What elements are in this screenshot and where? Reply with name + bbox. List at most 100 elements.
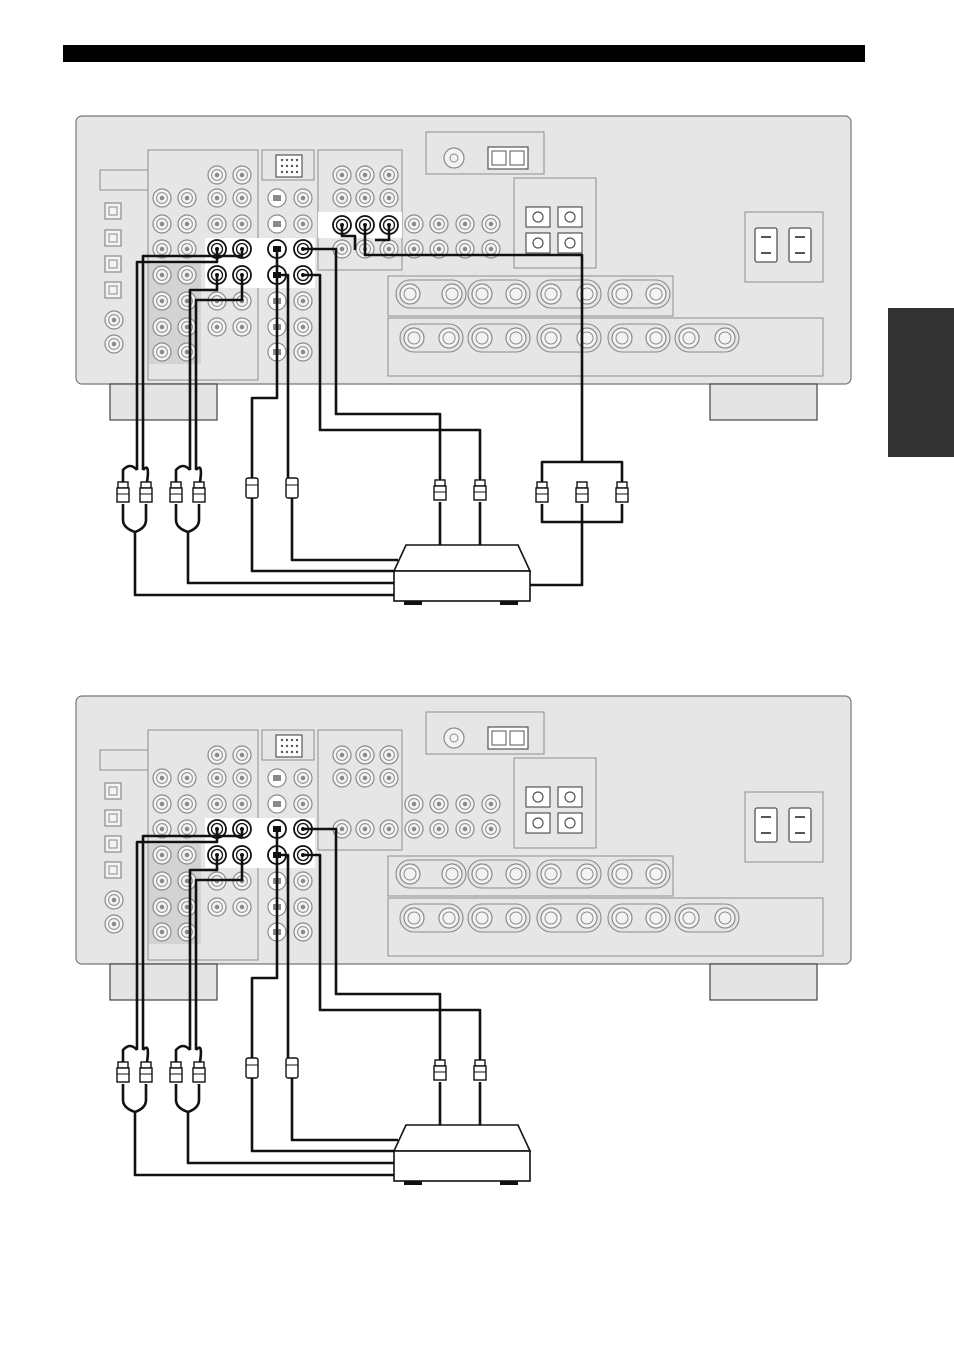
rca-jack-icon — [294, 795, 312, 813]
rca-jack-icon — [178, 292, 196, 310]
rca-jack-icon — [294, 343, 312, 361]
rca-jack-icon — [105, 891, 123, 909]
cable — [196, 468, 201, 482]
rca-jack-icon — [430, 820, 448, 838]
binding-post-icon — [506, 864, 526, 884]
cable — [292, 1078, 398, 1140]
rca-plug-icon — [193, 482, 205, 502]
binding-post-icon — [439, 328, 459, 348]
optical-jack-icon — [105, 810, 121, 826]
speaker-terminal-icon — [558, 207, 582, 227]
rca-plug-icon — [170, 482, 182, 502]
binding-post-icon — [679, 328, 699, 348]
rca-jack-icon — [380, 769, 398, 787]
binding-post-icon — [541, 284, 561, 304]
binding-post-icon — [442, 284, 462, 304]
optical-jack-icon — [105, 282, 121, 298]
external-device-icon — [394, 545, 530, 605]
rca-jack-icon — [380, 166, 398, 184]
rca-jack-icon — [153, 266, 171, 284]
rca-jack-icon — [153, 769, 171, 787]
receiver-foot-left — [110, 384, 217, 420]
rca-jack-icon — [482, 215, 500, 233]
cable — [135, 1084, 146, 1112]
rca-jack-icon — [294, 318, 312, 336]
speaker-terminal-icon — [526, 207, 550, 227]
optical-jack-icon — [105, 836, 121, 852]
rca-jack-icon — [178, 318, 196, 336]
binding-post-icon — [646, 328, 666, 348]
rca-jack-icon — [153, 215, 171, 233]
rca-jack-icon — [178, 343, 196, 361]
external-device-icon — [394, 1125, 530, 1185]
rca-jack-icon — [380, 746, 398, 764]
rca-jack-icon — [105, 335, 123, 353]
cable — [123, 504, 398, 595]
binding-post-icon — [612, 864, 632, 884]
rca-jack-icon — [208, 898, 226, 916]
cable — [542, 462, 582, 482]
s-video-plug-icon — [246, 1058, 258, 1078]
rca-jack-icon — [153, 292, 171, 310]
cable — [292, 498, 398, 560]
ac-outlet-icon — [755, 228, 777, 262]
binding-post-icon — [715, 328, 735, 348]
rca-plug-icon — [434, 480, 446, 500]
rca-jack-icon — [356, 769, 374, 787]
am-fm-terminal-icon — [488, 147, 528, 169]
antenna-terminal-icon — [444, 148, 464, 168]
optical-jack-icon — [105, 203, 121, 219]
rca-jack-icon — [178, 846, 196, 864]
rca-jack-icon — [294, 898, 312, 916]
optical-jack-icon — [105, 862, 121, 878]
speaker-terminal-icon — [558, 813, 582, 833]
rca-plug-icon — [140, 482, 152, 502]
s-video-plug-icon — [286, 478, 298, 498]
rca-jack-icon — [153, 923, 171, 941]
rca-jack-icon — [233, 746, 251, 764]
rca-jack-icon — [153, 795, 171, 813]
binding-post-icon — [541, 328, 561, 348]
rca-jack-icon — [178, 215, 196, 233]
rca-jack-icon — [430, 795, 448, 813]
rca-jack-icon — [208, 215, 226, 233]
s-video-jack-icon — [268, 769, 286, 787]
rca-jack-icon — [208, 746, 226, 764]
rca-jack-icon — [178, 872, 196, 890]
speaker-terminal-icon — [526, 813, 550, 833]
rca-jack-icon — [294, 189, 312, 207]
rca-jack-icon — [333, 769, 351, 787]
cable — [123, 1046, 137, 1062]
binding-post-icon — [541, 864, 561, 884]
cable — [530, 504, 582, 585]
rca-jack-icon — [356, 166, 374, 184]
binding-post-icon — [541, 908, 561, 928]
rca-plug-icon — [536, 482, 548, 502]
rca-jack-icon — [153, 846, 171, 864]
binding-post-icon — [577, 284, 597, 304]
binding-post-icon — [400, 284, 420, 304]
rca-jack-icon — [294, 769, 312, 787]
rca-jack-icon — [153, 898, 171, 916]
binding-post-icon — [439, 908, 459, 928]
s-video-jack-icon — [268, 795, 286, 813]
speaker-terminal-icon — [526, 233, 550, 253]
receiver-foot-right — [710, 384, 817, 420]
binding-post-icon — [612, 328, 632, 348]
rca-jack-icon — [380, 820, 398, 838]
cable — [188, 1084, 199, 1112]
rca-jack-icon — [178, 923, 196, 941]
rca-jack-icon — [405, 215, 423, 233]
rca-jack-icon — [356, 820, 374, 838]
rca-jack-icon — [333, 746, 351, 764]
rca-jack-icon — [430, 215, 448, 233]
rca-plug-icon — [140, 1062, 152, 1082]
rca-jack-icon — [153, 343, 171, 361]
binding-post-icon — [506, 908, 526, 928]
cable — [143, 1048, 148, 1062]
rca-jack-icon — [178, 769, 196, 787]
s-video-plug-icon — [286, 1058, 298, 1078]
ac-outlet-icon — [789, 228, 811, 262]
rca-jack-icon — [153, 318, 171, 336]
binding-post-icon — [646, 908, 666, 928]
